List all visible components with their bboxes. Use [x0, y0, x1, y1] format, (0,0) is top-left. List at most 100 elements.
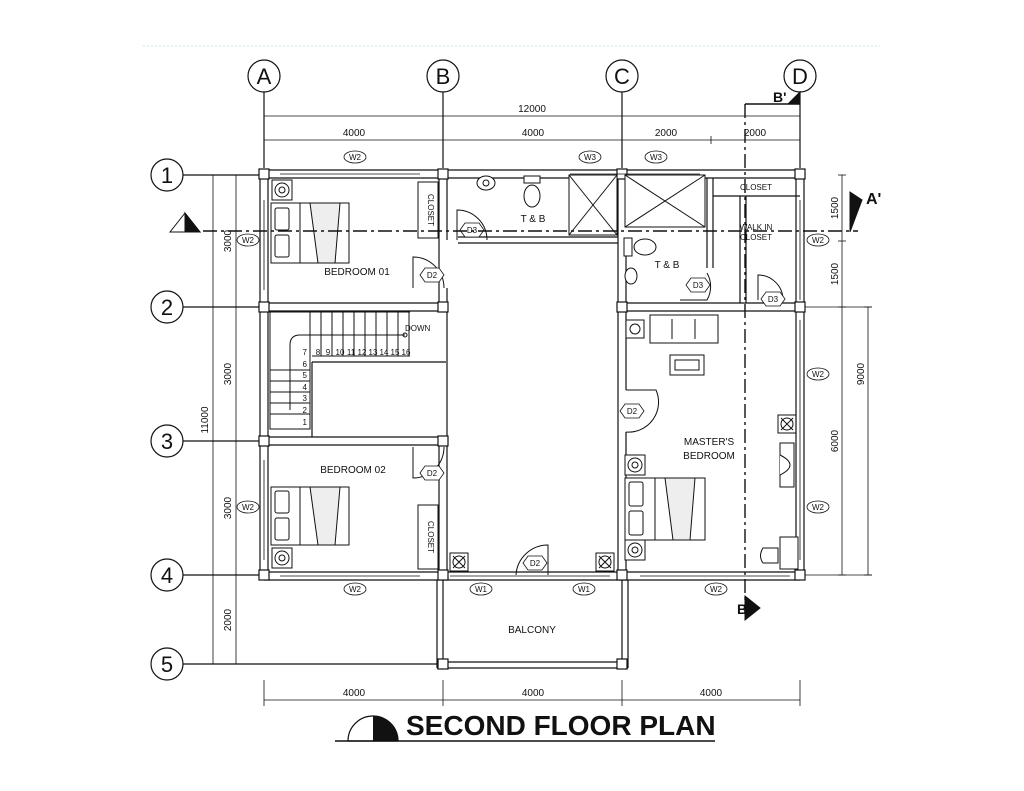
- closet-bedroom-01-label: CLOSET: [426, 194, 435, 226]
- stair-step-16: 16: [402, 348, 411, 357]
- dim-left-1-2: 3000: [223, 229, 234, 252]
- door-tag-d2-bedroom-01: D2: [427, 271, 438, 280]
- window-tag-w2-left-bed2: W2: [242, 503, 255, 512]
- dim-left-4-5: 2000: [223, 608, 234, 631]
- grid-label-1: 1: [161, 163, 173, 188]
- section-mark-a-prime: A': [866, 191, 881, 208]
- grid-label-a: A: [257, 64, 272, 89]
- dim-top-b-c: 4000: [522, 128, 545, 139]
- window-tag-w2-top: W2: [349, 153, 362, 162]
- window-tag-w3-b: W3: [650, 153, 663, 162]
- grid-label-c: C: [614, 64, 630, 89]
- stair-step-15: 15: [391, 348, 400, 357]
- stair-step-11: 11: [347, 348, 356, 357]
- staircase: [269, 311, 410, 430]
- structural-columns: [258, 168, 806, 670]
- dim-right-6000: 6000: [830, 429, 841, 452]
- stair-step-4: 4: [303, 383, 308, 392]
- dim-left-3-4: 3000: [223, 496, 234, 519]
- bed-bedroom-02: [270, 486, 350, 546]
- window-tag-w2-bottom-right: W2: [710, 585, 723, 594]
- room-label-walkin-line2: CLOSET: [740, 233, 772, 242]
- window-tag-w2-right-c: W2: [812, 503, 825, 512]
- room-label-balcony: BALCONY: [508, 625, 556, 636]
- stair-step-7: 7: [303, 348, 308, 357]
- grid-label-d: D: [792, 64, 808, 89]
- stair-step-14: 14: [380, 348, 389, 357]
- window-tag-w2-right-a: W2: [812, 236, 825, 245]
- room-label-bedroom-01: BEDROOM 01: [324, 267, 390, 278]
- plant-icons: [449, 414, 797, 572]
- section-mark-b: B: [737, 601, 747, 617]
- window-tag-bubbles: [236, 150, 830, 596]
- room-label-closet-top: CLOSET: [740, 183, 772, 192]
- stair-treads: [270, 312, 410, 415]
- sofa-and-table: [649, 314, 719, 376]
- door-swings: [412, 209, 784, 576]
- window-tag-w2-left-bed1: W2: [242, 236, 255, 245]
- section-mark-b-prime: B': [773, 89, 786, 105]
- window-tag-w2-bottom-left: W2: [349, 585, 362, 594]
- stair-step-6: 6: [303, 360, 308, 369]
- door-tag-hexagons: [419, 222, 786, 571]
- grid-label-b: B: [436, 64, 451, 89]
- dim-right-1500-a: 1500: [830, 196, 841, 219]
- section-markers: [168, 90, 863, 622]
- dim-top-c-mid: 2000: [655, 128, 678, 139]
- closet-units: [417, 181, 439, 570]
- window-tag-w1-a: W1: [475, 585, 488, 594]
- window-tag-w1-b: W1: [578, 585, 591, 594]
- dim-right-9000: 9000: [856, 362, 867, 385]
- stair-step-9: 9: [326, 348, 331, 357]
- stair-step-13: 13: [369, 348, 378, 357]
- room-label-masters-line2: BEDROOM: [683, 451, 735, 462]
- toilet-and-bath-fixtures: [476, 174, 706, 285]
- dim-bottom-b-c: 4000: [522, 688, 545, 699]
- dim-top-total: 12000: [518, 104, 546, 115]
- door-tag-d2-balcony: D2: [530, 559, 541, 568]
- plan-title: SECOND FLOOR PLAN: [406, 710, 716, 741]
- nightstand-lamps: [271, 179, 646, 569]
- closet-bedroom-02-label: CLOSET: [426, 521, 435, 553]
- window-openings: [263, 173, 801, 577]
- stair-step-1: 1: [303, 418, 308, 427]
- door-tag-d3-walkin: D3: [768, 295, 779, 304]
- door-tag-d3-master-tb: D3: [693, 281, 704, 290]
- stair-step-5: 5: [303, 371, 308, 380]
- window-tag-w2-right-b: W2: [812, 370, 825, 379]
- door-tag-d2-master: D2: [627, 407, 638, 416]
- stair-step-numbers: 1 2 3 4 5 6 7 8 9 10 11 12 13 14 15 16: [303, 348, 411, 427]
- grid-label-2: 2: [161, 295, 173, 320]
- room-label-masters-line1: MASTER'S: [684, 437, 735, 448]
- door-tag-d2-bedroom-02: D2: [427, 469, 438, 478]
- stair-step-2: 2: [303, 406, 308, 415]
- dim-right-1500-b: 1500: [830, 262, 841, 285]
- room-label-tb-master: T & B: [655, 260, 680, 271]
- stair-step-3: 3: [303, 394, 308, 403]
- dim-left-2-3: 3000: [223, 362, 234, 385]
- stair-step-8: 8: [316, 348, 321, 357]
- dim-bottom-a-b: 4000: [343, 688, 366, 699]
- stair-step-12: 12: [358, 348, 367, 357]
- desk-and-chair: [760, 442, 799, 570]
- grid-label-5: 5: [161, 652, 173, 677]
- dimension-lines: [209, 112, 872, 706]
- bed-bedroom-01: [270, 202, 350, 264]
- dim-left-total: 11000: [200, 406, 211, 434]
- title-symbol: [335, 715, 715, 742]
- dim-bottom-c-d: 4000: [700, 688, 723, 699]
- stairs-down-label: DOWN: [405, 324, 431, 333]
- dim-top-a-b: 4000: [343, 128, 366, 139]
- bed-master-bedroom: [624, 477, 706, 541]
- stair-step-10: 10: [336, 348, 345, 357]
- room-label-bedroom-02: BEDROOM 02: [320, 465, 386, 476]
- dim-top-mid-d: 2000: [744, 128, 767, 139]
- grid-label-4: 4: [161, 563, 173, 588]
- row-grid-markers: [150, 158, 440, 681]
- section-line-b: [744, 103, 800, 612]
- section-mark-a: A: [186, 222, 193, 233]
- window-tag-w3-a: W3: [584, 153, 597, 162]
- room-label-tb-main: T & B: [521, 214, 546, 225]
- room-label-walkin-line1: WALK IN: [740, 223, 773, 232]
